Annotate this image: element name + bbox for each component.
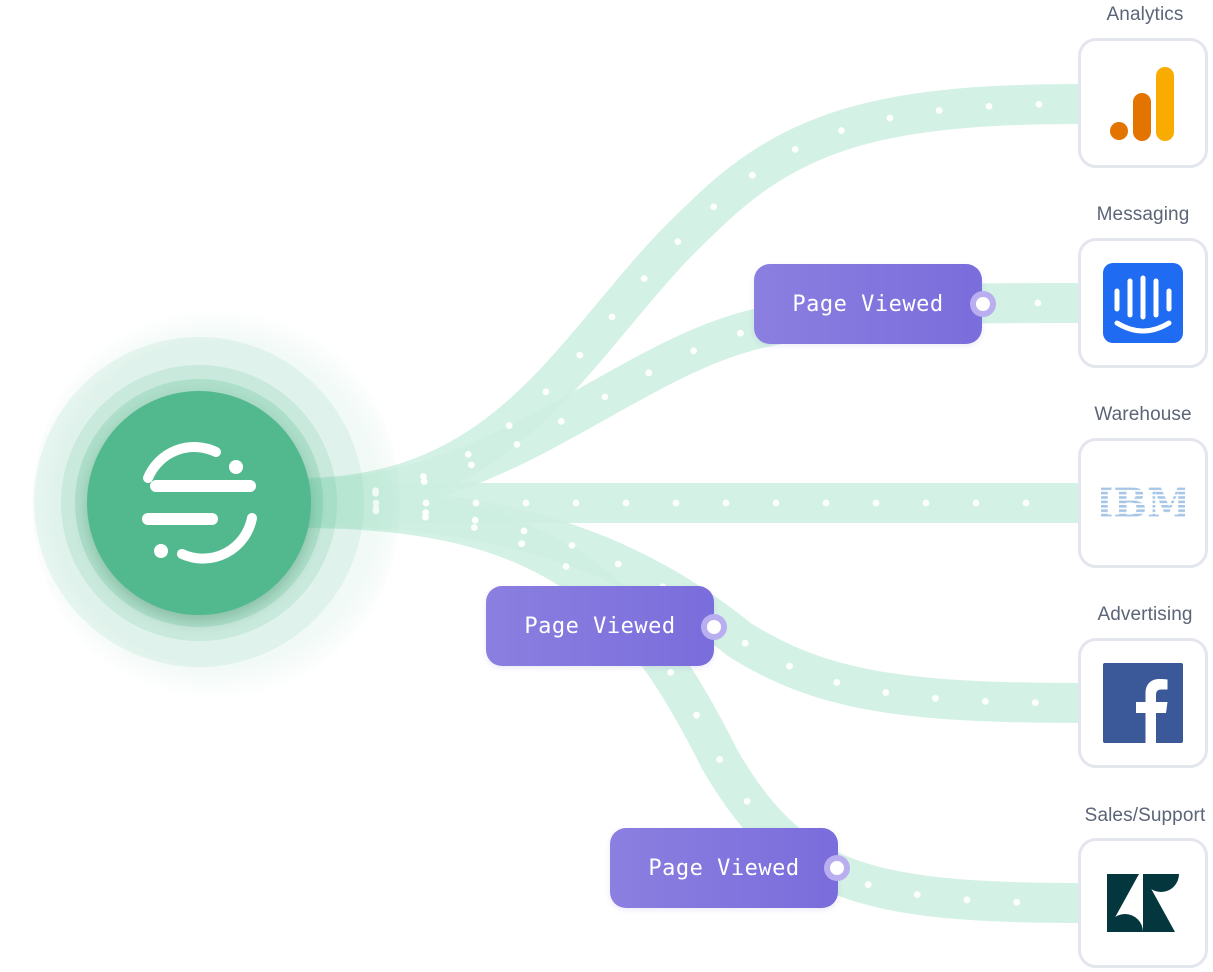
flow-dot [886, 114, 894, 122]
destination-card-analytics[interactable] [1078, 38, 1208, 168]
flow-dot [981, 697, 989, 705]
flow-dot [743, 797, 751, 805]
flow-dot [972, 499, 980, 507]
flow-dot [963, 896, 971, 904]
event-connector-dot [824, 855, 850, 881]
flow-dot [472, 499, 480, 507]
flow-dot [667, 669, 674, 676]
segment-hub [87, 391, 311, 615]
flow-dot [471, 524, 478, 531]
flow-line-sales-support [280, 488, 1100, 923]
flow-dot [601, 393, 609, 401]
flow-dot [791, 146, 799, 153]
flow-dot [640, 275, 648, 282]
flow-dot [872, 499, 880, 507]
flow-dot [576, 351, 584, 359]
flow-dot [522, 499, 530, 507]
flow-dot [786, 662, 793, 670]
flow-dot [614, 560, 622, 568]
flow-dot [1013, 898, 1021, 906]
flow-dot [372, 507, 380, 515]
flow-dot [693, 711, 700, 719]
flow-dot [833, 678, 841, 686]
flow-dot [505, 422, 513, 429]
flow-dot [1034, 299, 1042, 307]
flow-dot [372, 499, 380, 507]
flow-dot [1031, 699, 1039, 707]
flow-dot [690, 347, 697, 355]
flow-dot [420, 478, 428, 485]
flow-dot [562, 563, 570, 570]
flow-dot [608, 313, 616, 321]
flow-dot [737, 329, 744, 337]
event-label: Page Viewed [648, 855, 800, 881]
flow-dot [422, 513, 429, 521]
event-pill-advertising: Page Viewed [486, 586, 714, 666]
flow-dot [568, 542, 576, 549]
flow-dot [1035, 101, 1043, 108]
flow-dot [518, 540, 526, 548]
destination-card-messaging[interactable] [1078, 238, 1208, 368]
flow-dot [464, 451, 472, 458]
ibm-wordmark: IBM [1101, 483, 1185, 523]
destination-label-warehouse: Warehouse [1094, 404, 1192, 425]
flow-dot [913, 891, 921, 898]
flow-dot [932, 694, 939, 702]
segment-logo-icon [142, 442, 257, 564]
flow-dot [772, 499, 780, 507]
flow-dot [1022, 499, 1030, 507]
event-pill-messaging: Page Viewed [754, 264, 982, 344]
flow-dot [935, 107, 943, 114]
intercom-icon [1103, 263, 1183, 343]
flow-dot [722, 499, 730, 507]
flow-dot [749, 171, 756, 179]
event-connector-dot [701, 614, 727, 640]
destination-label-messaging: Messaging [1096, 204, 1190, 225]
facebook-icon [1103, 663, 1183, 743]
flow-dot [710, 203, 718, 211]
flow-dot [557, 417, 565, 425]
event-label: Page Viewed [524, 613, 676, 639]
destination-label-sales-support: Sales/Support [1084, 805, 1206, 826]
flow-dot [822, 499, 830, 507]
destination-card-warehouse[interactable]: IBM [1078, 438, 1208, 568]
flow-dot [882, 689, 890, 696]
flow-dot [513, 441, 521, 448]
destination-card-advertising[interactable] [1078, 638, 1208, 768]
flow-dot [674, 238, 682, 246]
flow-dot [672, 499, 680, 507]
flow-dot [422, 499, 430, 507]
flow-dot [542, 388, 550, 396]
event-connector-dot [970, 291, 996, 317]
flow-dot [471, 516, 479, 524]
flow-dot [622, 499, 630, 507]
flow-dot [985, 102, 993, 110]
event-pill-sales-support: Page Viewed [610, 828, 838, 908]
destination-label-analytics: Analytics [1106, 4, 1184, 25]
flow-dot [467, 461, 475, 469]
flow-dot [420, 473, 427, 480]
flow-dot [520, 527, 528, 535]
event-label: Page Viewed [792, 291, 944, 317]
flow-dot [741, 639, 749, 647]
google-analytics-icon [1110, 67, 1174, 141]
destination-card-sales-support[interactable] [1078, 838, 1208, 968]
flow-dot [838, 127, 845, 134]
flow-dot [372, 489, 379, 497]
destination-label-advertising: Advertising [1097, 604, 1193, 625]
ibm-icon: IBM [1101, 483, 1185, 523]
flow-dot [716, 756, 724, 763]
flow-dot [922, 499, 930, 507]
flow-dot [572, 499, 580, 507]
zendesk-icon [1107, 874, 1179, 932]
flow-dot [864, 881, 872, 888]
flow-dot [645, 369, 653, 377]
